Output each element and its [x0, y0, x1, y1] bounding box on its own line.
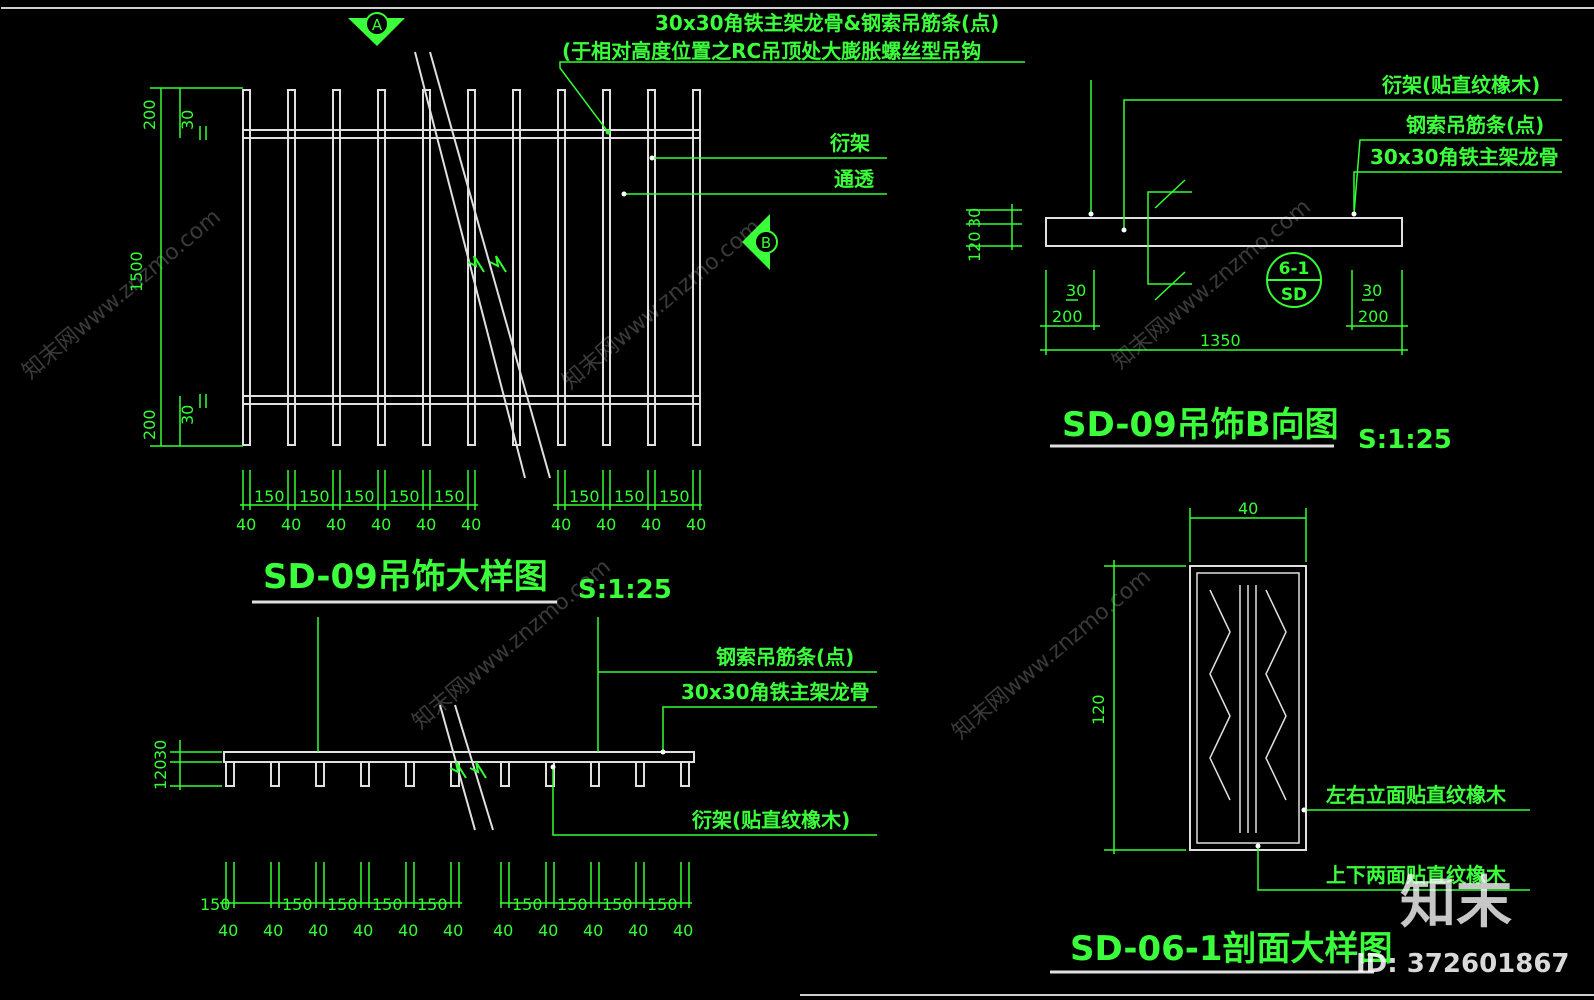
title-detail-scale: S:1:25 — [578, 575, 672, 605]
dim-40: 40 — [686, 515, 706, 534]
callout-b-hengjia: 衍架(贴直纹橡木) — [1382, 73, 1540, 97]
dim-40: 40 — [353, 921, 373, 940]
dim-200-bottom: 200 — [140, 409, 159, 440]
callout-elev-hengjia: 衍架(贴直纹橡木) — [692, 808, 850, 832]
section-marker-b[interactable]: B — [742, 214, 778, 270]
dim-40: 40 — [583, 921, 603, 940]
callout-section-topbottom: 上下两面贴直纹橡木 — [1326, 863, 1507, 887]
dim-40: 40 — [308, 921, 328, 940]
dim-150: 150 — [647, 895, 678, 914]
dim-150: 150 — [282, 895, 313, 914]
title-b-view-scale: S:1:25 — [1358, 425, 1452, 455]
dim-150: 150 — [557, 895, 588, 914]
dim-120-elev: 120 — [151, 759, 170, 790]
dim-30-bottom: 30 — [178, 405, 197, 425]
dim-40: 40 — [596, 515, 616, 534]
dim-40: 40 — [461, 515, 481, 534]
leaders-plan — [559, 61, 1025, 195]
dim-40: 40 — [218, 921, 238, 940]
callout-section-sides: 左右立面贴直纹橡木 — [1326, 783, 1507, 807]
section-ref-bottom: SD — [1281, 285, 1307, 305]
dim-40: 40 — [493, 921, 513, 940]
dim-b-120: 120 — [965, 231, 984, 262]
section-ref-top: 6-1 — [1279, 259, 1310, 279]
callout-elev-main-frame: 30x30角铁主架龙骨 — [681, 680, 870, 704]
callout-b-cable: 钢索吊筋条(点) — [1406, 113, 1544, 137]
dim-b-1350: 1350 — [1200, 331, 1241, 350]
dim-40: 40 — [641, 515, 661, 534]
dim-40: 40 — [551, 515, 571, 534]
dim-40: 40 — [263, 921, 283, 940]
dim-30-elev: 30 — [151, 740, 170, 760]
dim-150: 150 — [659, 487, 690, 506]
callout-b-main-frame: 30x30角铁主架龙骨 — [1370, 145, 1559, 169]
dim-150: 150 — [434, 487, 465, 506]
leaders-elevation — [170, 617, 877, 836]
dim-150: 150 — [299, 487, 330, 506]
dim-200-top: 200 — [140, 99, 159, 130]
section-callout-6-1[interactable]: 6-1 SD — [1266, 252, 1322, 308]
dims-left — [150, 87, 243, 447]
dim-b-30-left: 30 — [1066, 281, 1086, 300]
dim-150: 150 — [569, 487, 600, 506]
dim-40: 40 — [398, 921, 418, 940]
dim-150: 150 — [389, 487, 420, 506]
dim-150: 150 — [417, 895, 448, 914]
dim-150: 150 — [372, 895, 403, 914]
callout-hengjia: 衍架 — [830, 131, 870, 155]
detail-plan — [242, 51, 701, 479]
dim-40: 40 — [673, 921, 693, 940]
callout-tongtou: 通透 — [834, 167, 875, 191]
dim-section-40: 40 — [1238, 499, 1258, 518]
id-watermark: ID: 372601867 — [1356, 949, 1570, 979]
dim-150: 150 — [602, 895, 633, 914]
dim-150: 150 — [200, 895, 231, 914]
marker-a-label: A — [372, 16, 383, 34]
title-detail: SD-09吊饰大样图 — [263, 557, 548, 597]
dim-labels-elevation: 150 150 150 150 150 150 150 150 150 40 4… — [200, 895, 693, 940]
dim-150: 150 — [344, 487, 375, 506]
callout-rc-hook: (于相对高度位置之RC吊顶处大膨胀螺丝型吊钩 — [562, 39, 981, 63]
dim-b-200-right: 200 — [1358, 307, 1389, 326]
dim-40: 40 — [416, 515, 436, 534]
section-detail — [1104, 508, 1530, 891]
dim-150: 150 — [512, 895, 543, 914]
marker-b-label: B — [761, 234, 771, 252]
dim-150: 150 — [327, 895, 358, 914]
dim-section-120: 120 — [1089, 694, 1108, 725]
dim-40: 40 — [281, 515, 301, 534]
dim-b-30-right: 30 — [1362, 281, 1382, 300]
dim-150: 150 — [254, 487, 285, 506]
dim-40: 40 — [443, 921, 463, 940]
dim-150: 150 — [614, 487, 645, 506]
title-section: SD-06-1剖面大样图 — [1070, 929, 1393, 969]
dims-elevation-bottom — [220, 862, 692, 908]
section-marker-a[interactable]: A — [348, 12, 405, 46]
logo-watermark: 知末 — [1400, 871, 1512, 936]
dim-40: 40 — [628, 921, 648, 940]
dim-30-top: 30 — [178, 110, 197, 130]
dim-labels-plan: 150 150 150 150 150 150 150 150 40 40 40… — [236, 487, 706, 534]
dim-40: 40 — [538, 921, 558, 940]
dim-1500: 1500 — [127, 251, 146, 292]
dim-40: 40 — [326, 515, 346, 534]
title-b-view: SD-09吊饰B向图 — [1062, 405, 1339, 445]
callout-elev-cable: 钢索吊筋条(点) — [716, 645, 854, 669]
callout-main-frame: 30x30角铁主架龙骨&钢索吊筋条(点) — [655, 11, 999, 35]
dim-40: 40 — [236, 515, 256, 534]
dims-plan-bottom — [240, 470, 702, 510]
dim-b-200-left: 200 — [1052, 307, 1083, 326]
dim-b-30: 30 — [965, 208, 984, 228]
b-view: 6-1 SD — [966, 80, 1562, 355]
dim-40: 40 — [371, 515, 391, 534]
